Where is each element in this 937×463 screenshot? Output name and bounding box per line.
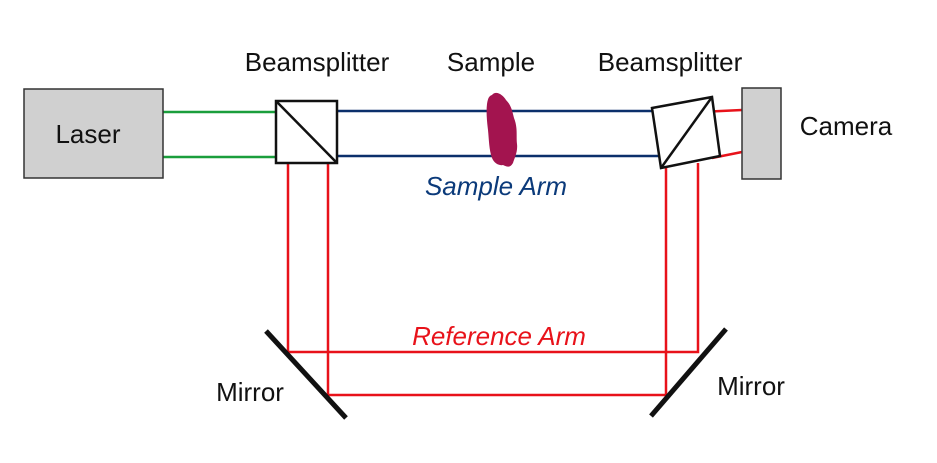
beamsplitter-right-label: Beamsplitter (598, 47, 743, 77)
camera-box (741, 87, 782, 180)
mirror-left (264, 329, 348, 420)
laser-beams (163, 110, 276, 159)
laser-label: Laser (55, 119, 120, 149)
camera-label: Camera (800, 111, 893, 141)
mirror-right (649, 327, 728, 418)
laser-box (23, 88, 164, 179)
beamsplitter-right (650, 95, 722, 170)
reference-arm-label: Reference Arm (412, 321, 586, 351)
sample-arm-label: Sample Arm (425, 171, 567, 201)
mirror-right-label: Mirror (717, 371, 785, 401)
beamsplitter-left (274, 99, 339, 165)
sample-blob (486, 92, 518, 167)
beamsplitter-left-label: Beamsplitter (245, 47, 390, 77)
sample-label: Sample (447, 47, 535, 77)
mirror-left-label: Mirror (216, 377, 284, 407)
